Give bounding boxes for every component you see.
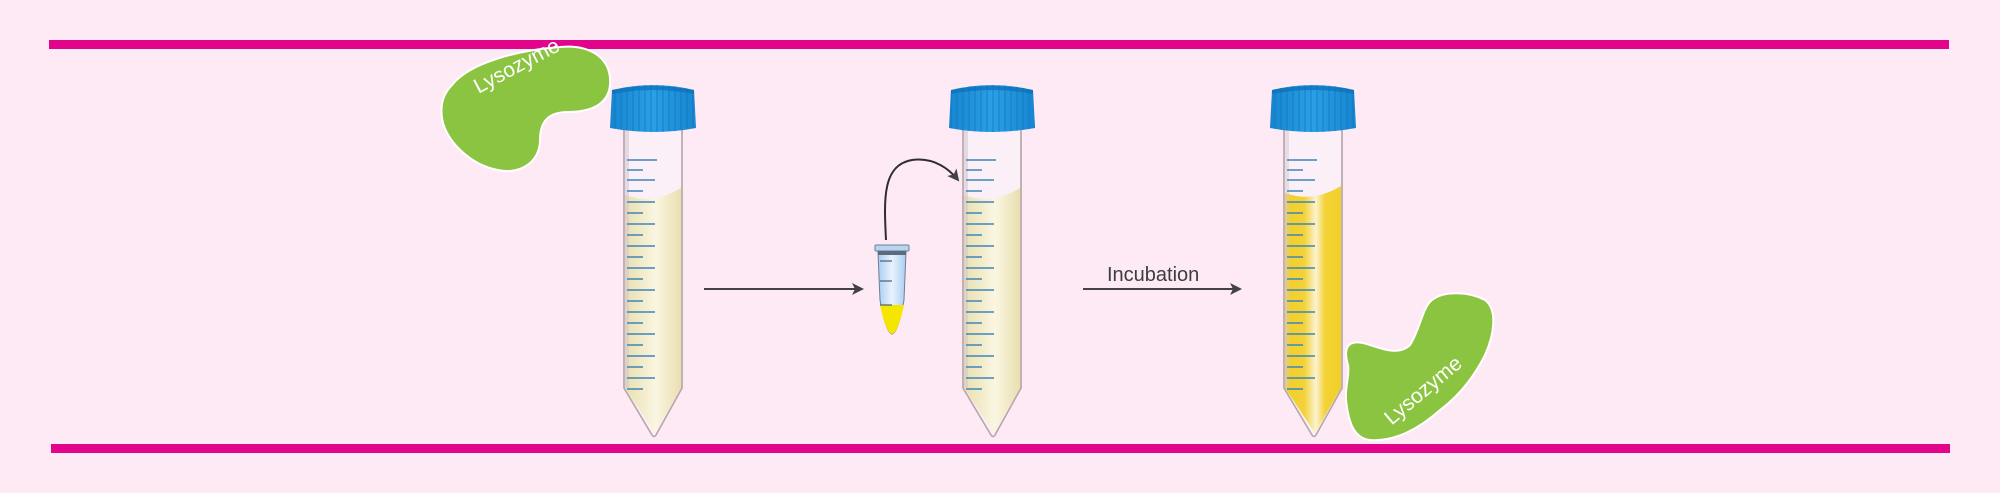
- pipette-transfer-arrow: [884, 158, 960, 241]
- microcentrifuge-tube: [874, 244, 910, 335]
- incubation-label: Incubation: [1107, 264, 1200, 286]
- lysozyme-blob-top: [440, 45, 612, 173]
- top-frame-bar: [49, 40, 1949, 49]
- lysozyme-blob-bottom: [1344, 292, 1495, 442]
- falcon-tube-3: [1270, 85, 1356, 438]
- falcon-tube-2: [949, 85, 1035, 438]
- bottom-frame-bar: [51, 444, 1950, 453]
- falcon-tube-1: [610, 85, 696, 438]
